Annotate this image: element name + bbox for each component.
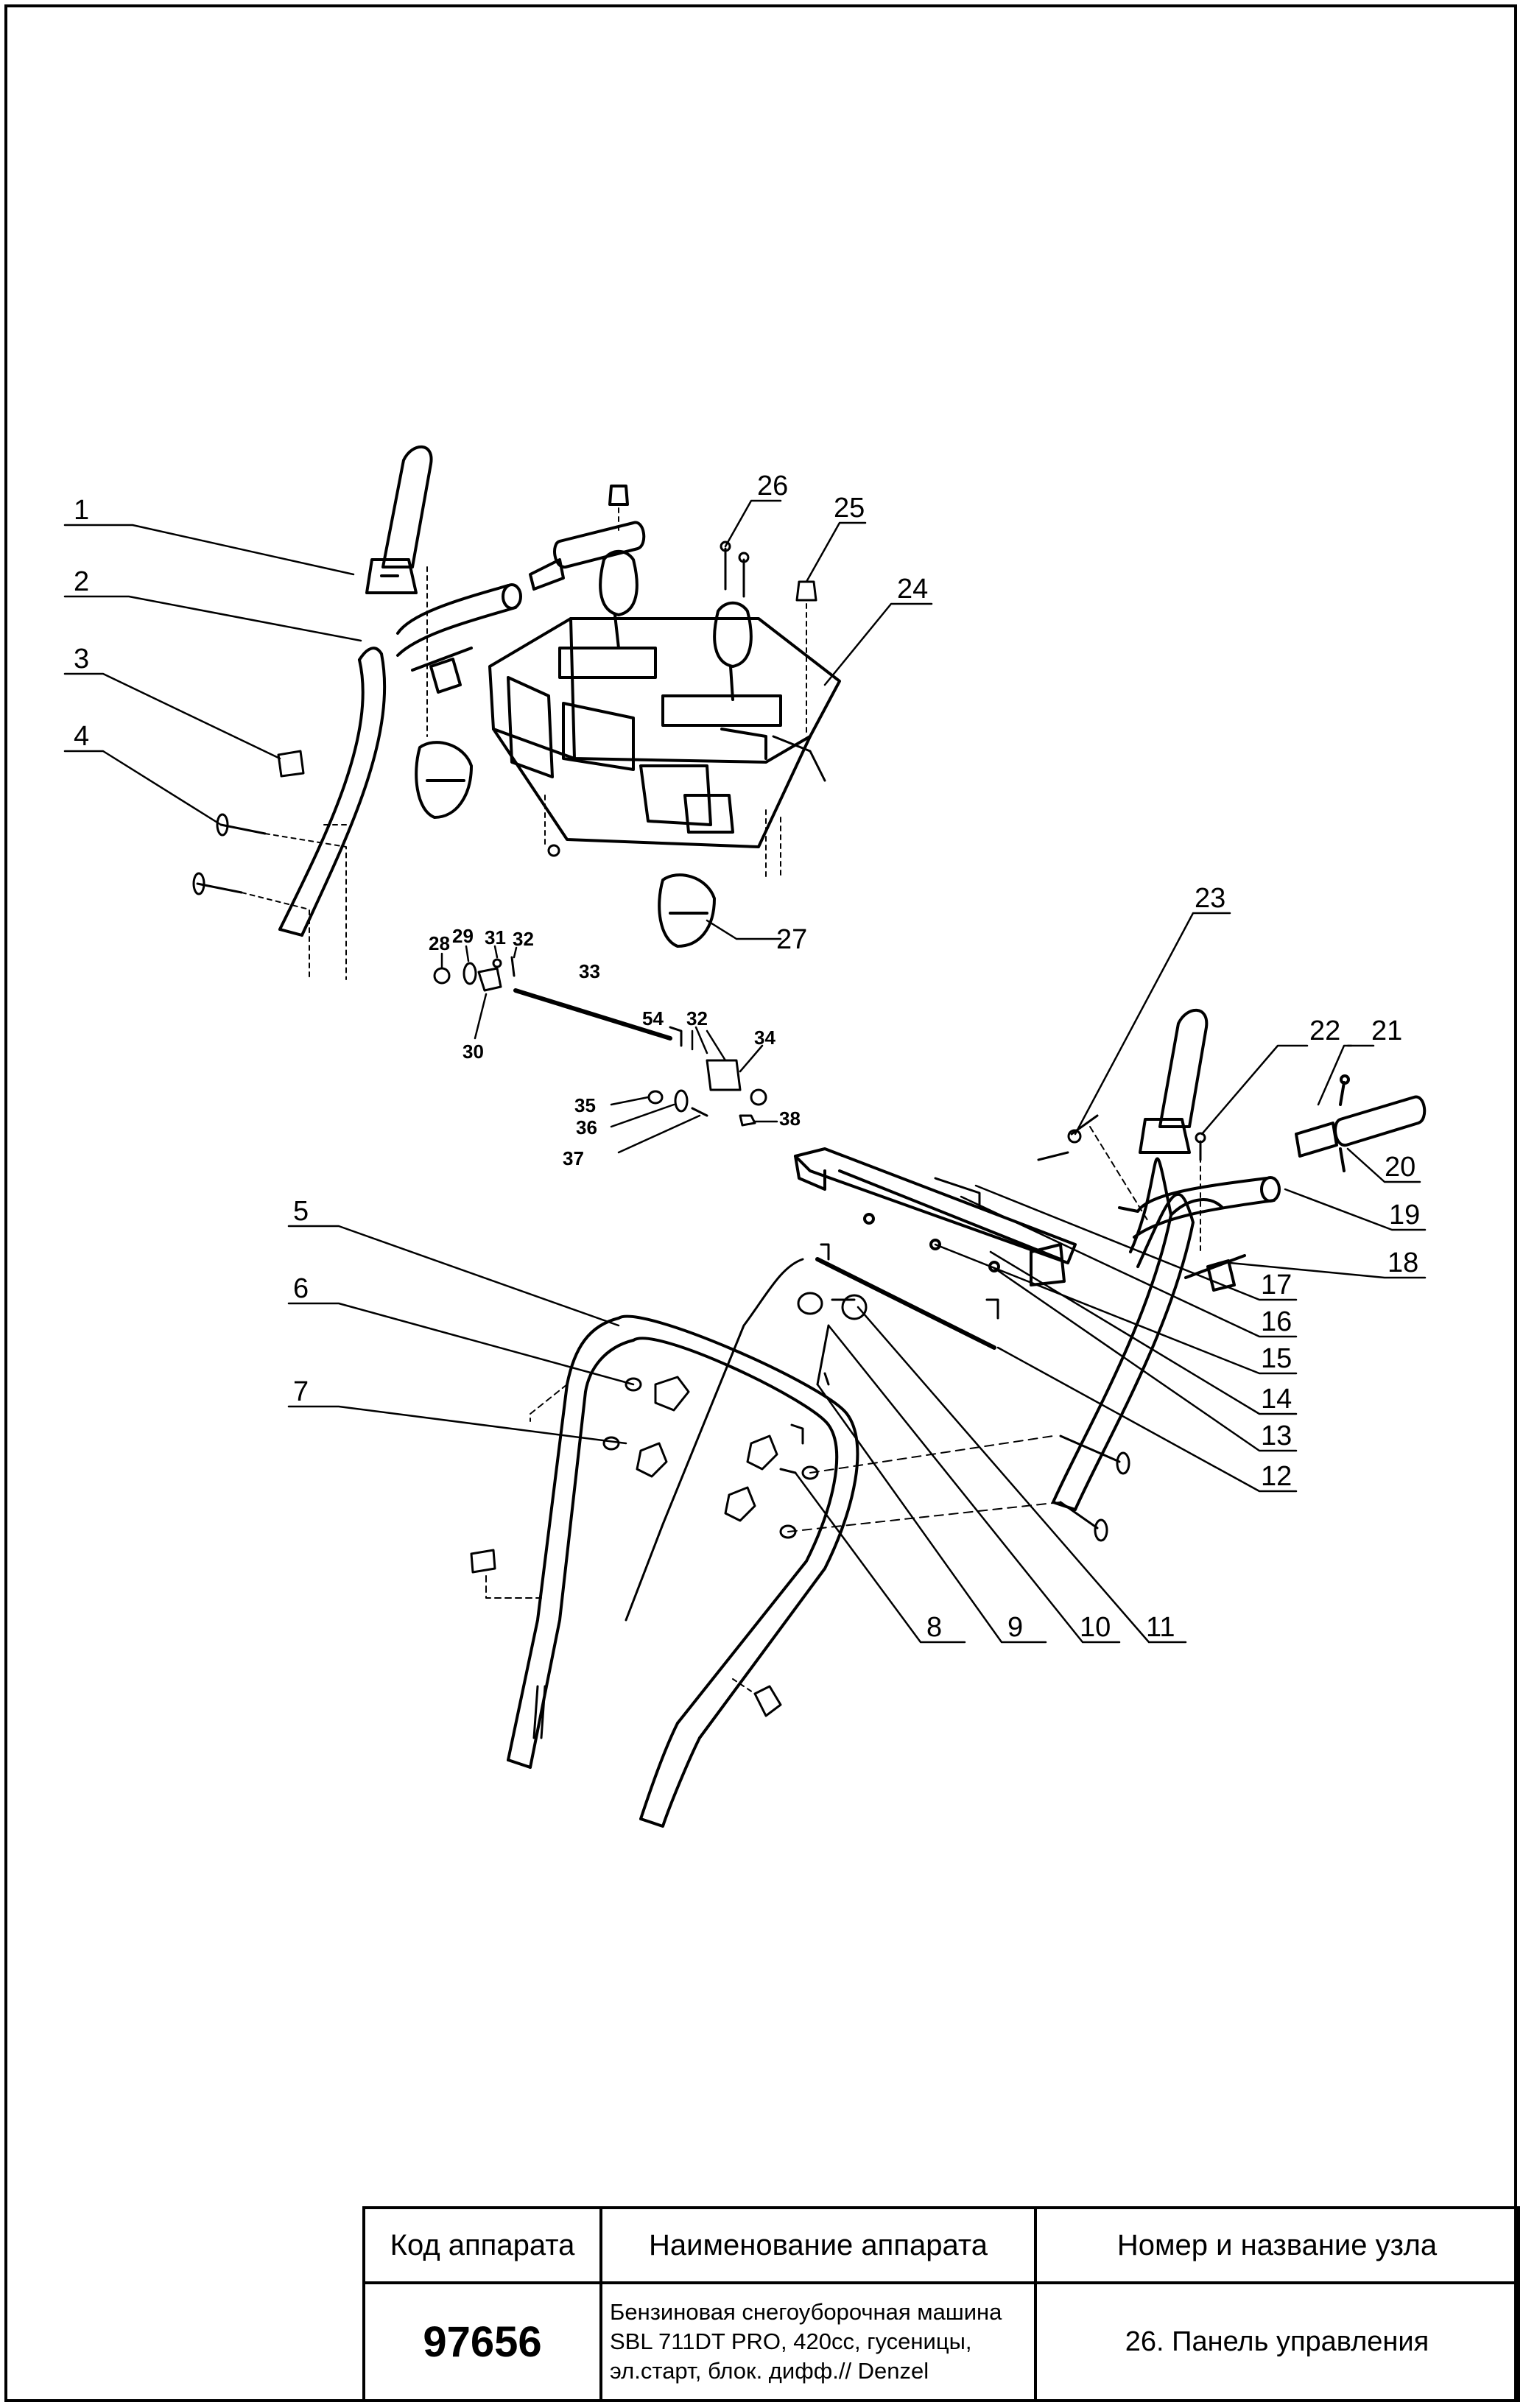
right-hardware	[1037, 1114, 1206, 1542]
callout-18: 18	[1387, 1247, 1418, 1278]
callout-12: 12	[1261, 1461, 1292, 1492]
title-block: Код аппарата Наименование аппарата Номер…	[362, 2206, 1520, 2402]
callout-6: 6	[293, 1273, 309, 1304]
left-handle-tube	[278, 647, 387, 937]
header-unit-number: Номер и название узла	[1034, 2206, 1520, 2284]
callout-27: 27	[776, 924, 807, 955]
callout-32: 32	[513, 928, 534, 950]
callout-22: 22	[1309, 1015, 1340, 1046]
callout-17: 17	[1261, 1270, 1292, 1300]
callout-8: 8	[926, 1612, 942, 1643]
callout-35: 35	[574, 1094, 596, 1116]
callout-labels: 1 2 3 4 5 6 7 8 9 10 11 12 13 14 15 16 1…	[74, 471, 1420, 1643]
side-covers	[415, 741, 716, 948]
callout-15: 15	[1261, 1343, 1292, 1374]
lower-handle-frame	[507, 1314, 859, 1828]
callout-24: 24	[897, 574, 928, 605]
callout-31: 31	[485, 926, 506, 948]
device-name-line-3: эл.старт, блок. дифф.// Denzel	[610, 2358, 929, 2384]
linkage-assembly	[433, 956, 767, 1127]
leader-lines	[63, 499, 1427, 1644]
callout-54: 54	[642, 1007, 664, 1029]
left-lever-grip	[365, 445, 433, 594]
callout-37: 37	[563, 1147, 584, 1169]
right-grip-switch	[1295, 1074, 1427, 1172]
device-name-line-1: Бензиновая снегоуборочная машина	[610, 2299, 1002, 2325]
device-name-line-2: SBL 711DT PRO, 420cc, гусеницы,	[610, 2328, 972, 2354]
throttle-grip	[529, 485, 646, 591]
callout-20: 20	[1385, 1152, 1415, 1183]
device-name: Бензиновая снегоуборочная машина SBL 711…	[599, 2281, 1037, 2402]
callout-7: 7	[293, 1376, 309, 1407]
callout-10: 10	[1080, 1612, 1111, 1643]
callout-26: 26	[757, 471, 788, 501]
callout-9: 9	[1007, 1612, 1023, 1643]
callout-3: 3	[74, 644, 89, 675]
panel-hardware	[544, 541, 826, 877]
callout-19: 19	[1389, 1200, 1420, 1231]
callout-33: 33	[579, 960, 600, 982]
callout-11: 11	[1146, 1612, 1175, 1643]
callout-16: 16	[1261, 1306, 1292, 1337]
drawing-sheet-border	[4, 4, 1517, 2402]
callout-23: 23	[1195, 883, 1225, 914]
callout-1: 1	[74, 495, 89, 526]
callout-36: 36	[576, 1116, 597, 1138]
left-small-parts	[192, 566, 428, 980]
callout-28: 28	[429, 932, 450, 954]
callout-32-second: 32	[686, 1007, 708, 1029]
callout-38: 38	[779, 1108, 801, 1130]
cable-and-eyebolt	[625, 1258, 868, 1622]
callout-13: 13	[1261, 1420, 1292, 1451]
cross-bracket	[794, 1147, 1077, 1286]
callout-21: 21	[1371, 1015, 1402, 1046]
callout-30: 30	[462, 1041, 484, 1063]
right-lever-grip	[1139, 1008, 1246, 1292]
control-panel-housing	[488, 617, 841, 848]
callout-4: 4	[74, 721, 89, 752]
callout-34: 34	[754, 1027, 775, 1049]
left-upper-tube	[396, 583, 522, 694]
callout-5: 5	[293, 1196, 309, 1227]
cross-shaft-cable	[815, 1243, 999, 1350]
frame-knobs	[470, 1376, 1061, 1717]
device-code: 97656	[362, 2281, 602, 2402]
header-device-name: Наименование аппарата	[599, 2206, 1037, 2284]
callout-29: 29	[452, 925, 474, 947]
unit-name: 26. Панель управления	[1034, 2281, 1520, 2402]
callout-25: 25	[834, 493, 865, 524]
header-device-code: Код аппарата	[362, 2206, 602, 2284]
callout-2: 2	[74, 566, 89, 597]
right-handle-tube	[1052, 1157, 1281, 1511]
callout-14: 14	[1261, 1384, 1292, 1415]
